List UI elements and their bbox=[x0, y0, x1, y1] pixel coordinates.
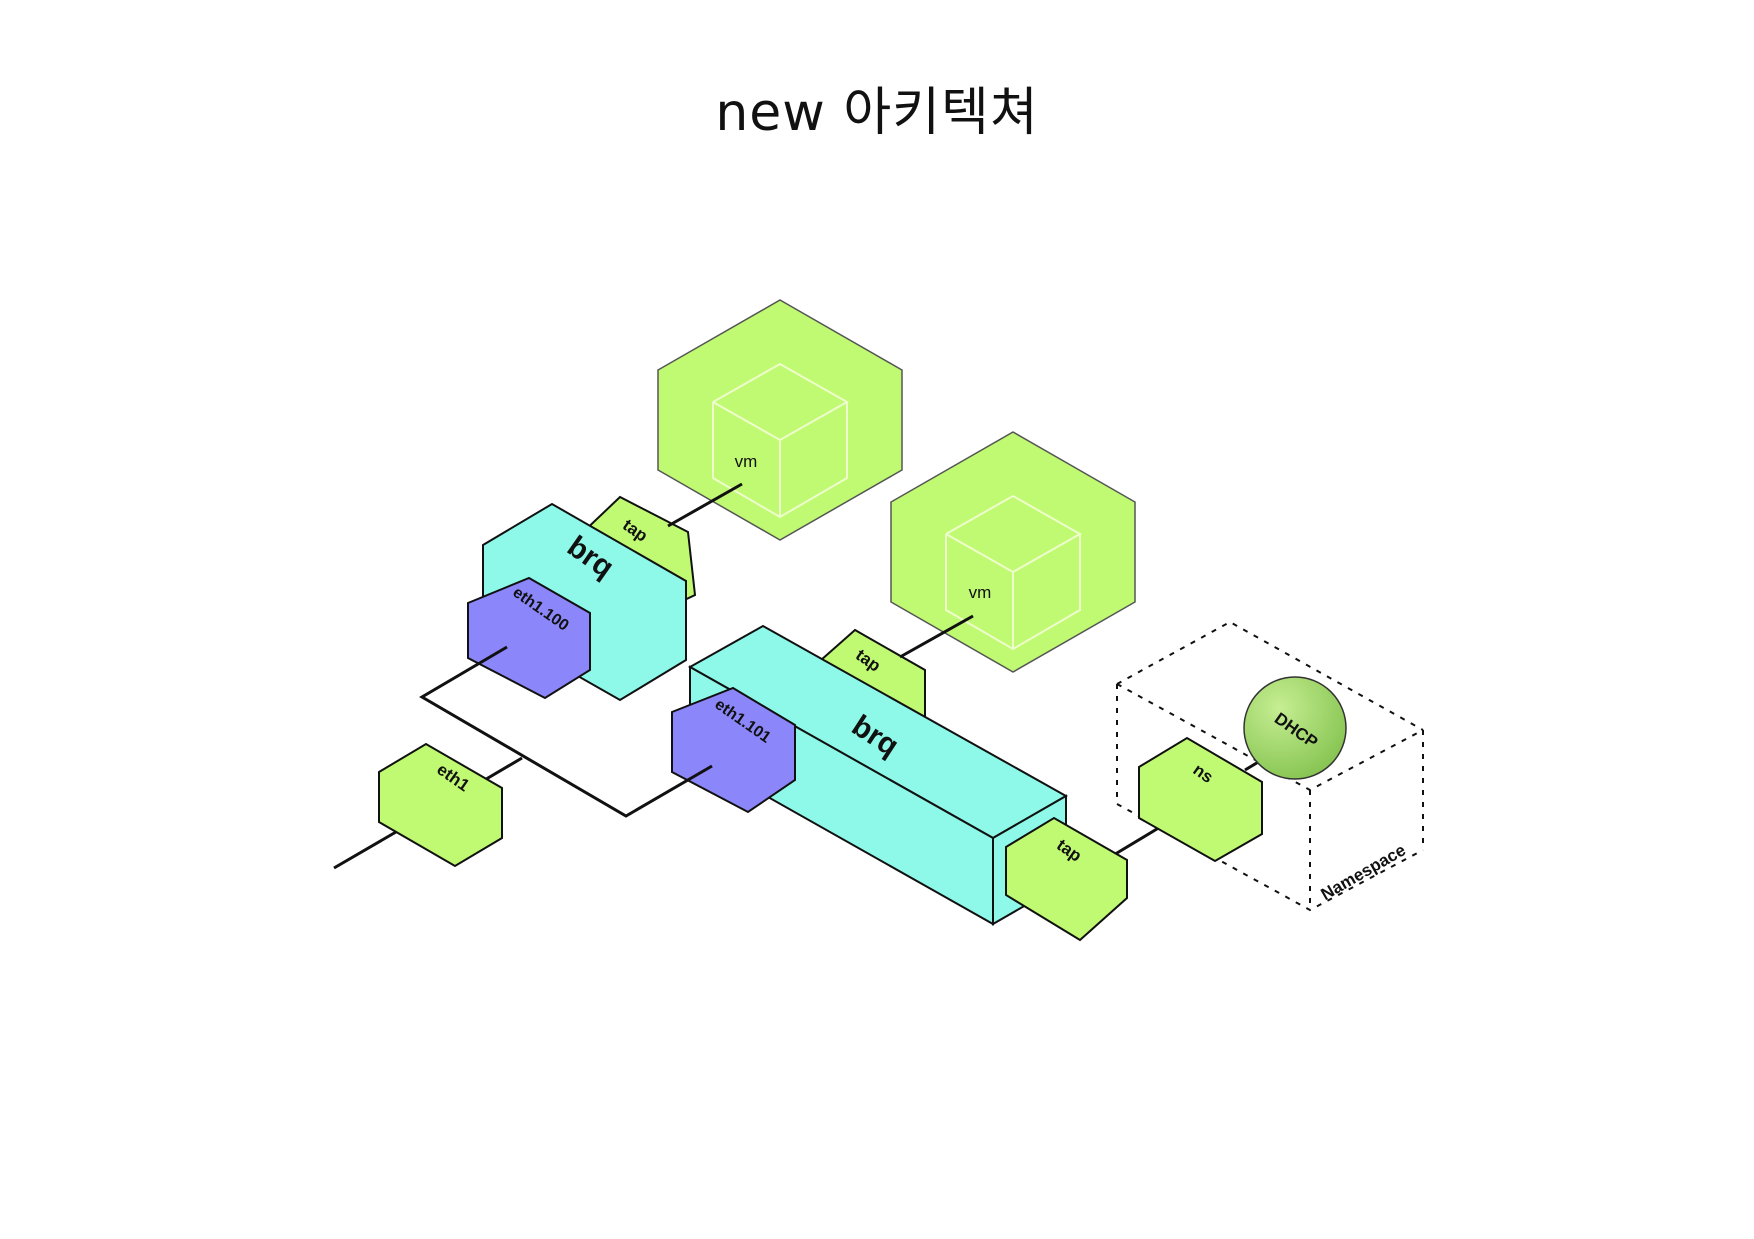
page-title: new 아키텍쳐 bbox=[715, 83, 1039, 143]
eth1-100-hexagon bbox=[467, 576, 591, 700]
tap-ns-hexagon bbox=[1005, 816, 1128, 942]
namespace-label: Namespace bbox=[1318, 840, 1409, 904]
vm-cube-right bbox=[890, 431, 1136, 673]
dhcp-circle bbox=[1243, 676, 1347, 780]
vm-label-top: vm bbox=[735, 452, 758, 471]
vm-cube-top bbox=[657, 299, 903, 541]
vm-label-right: vm bbox=[969, 583, 992, 602]
eth1-hexagon bbox=[378, 742, 503, 868]
eth1-101-hexagon bbox=[671, 686, 796, 814]
ns-hexagon bbox=[1138, 736, 1263, 863]
